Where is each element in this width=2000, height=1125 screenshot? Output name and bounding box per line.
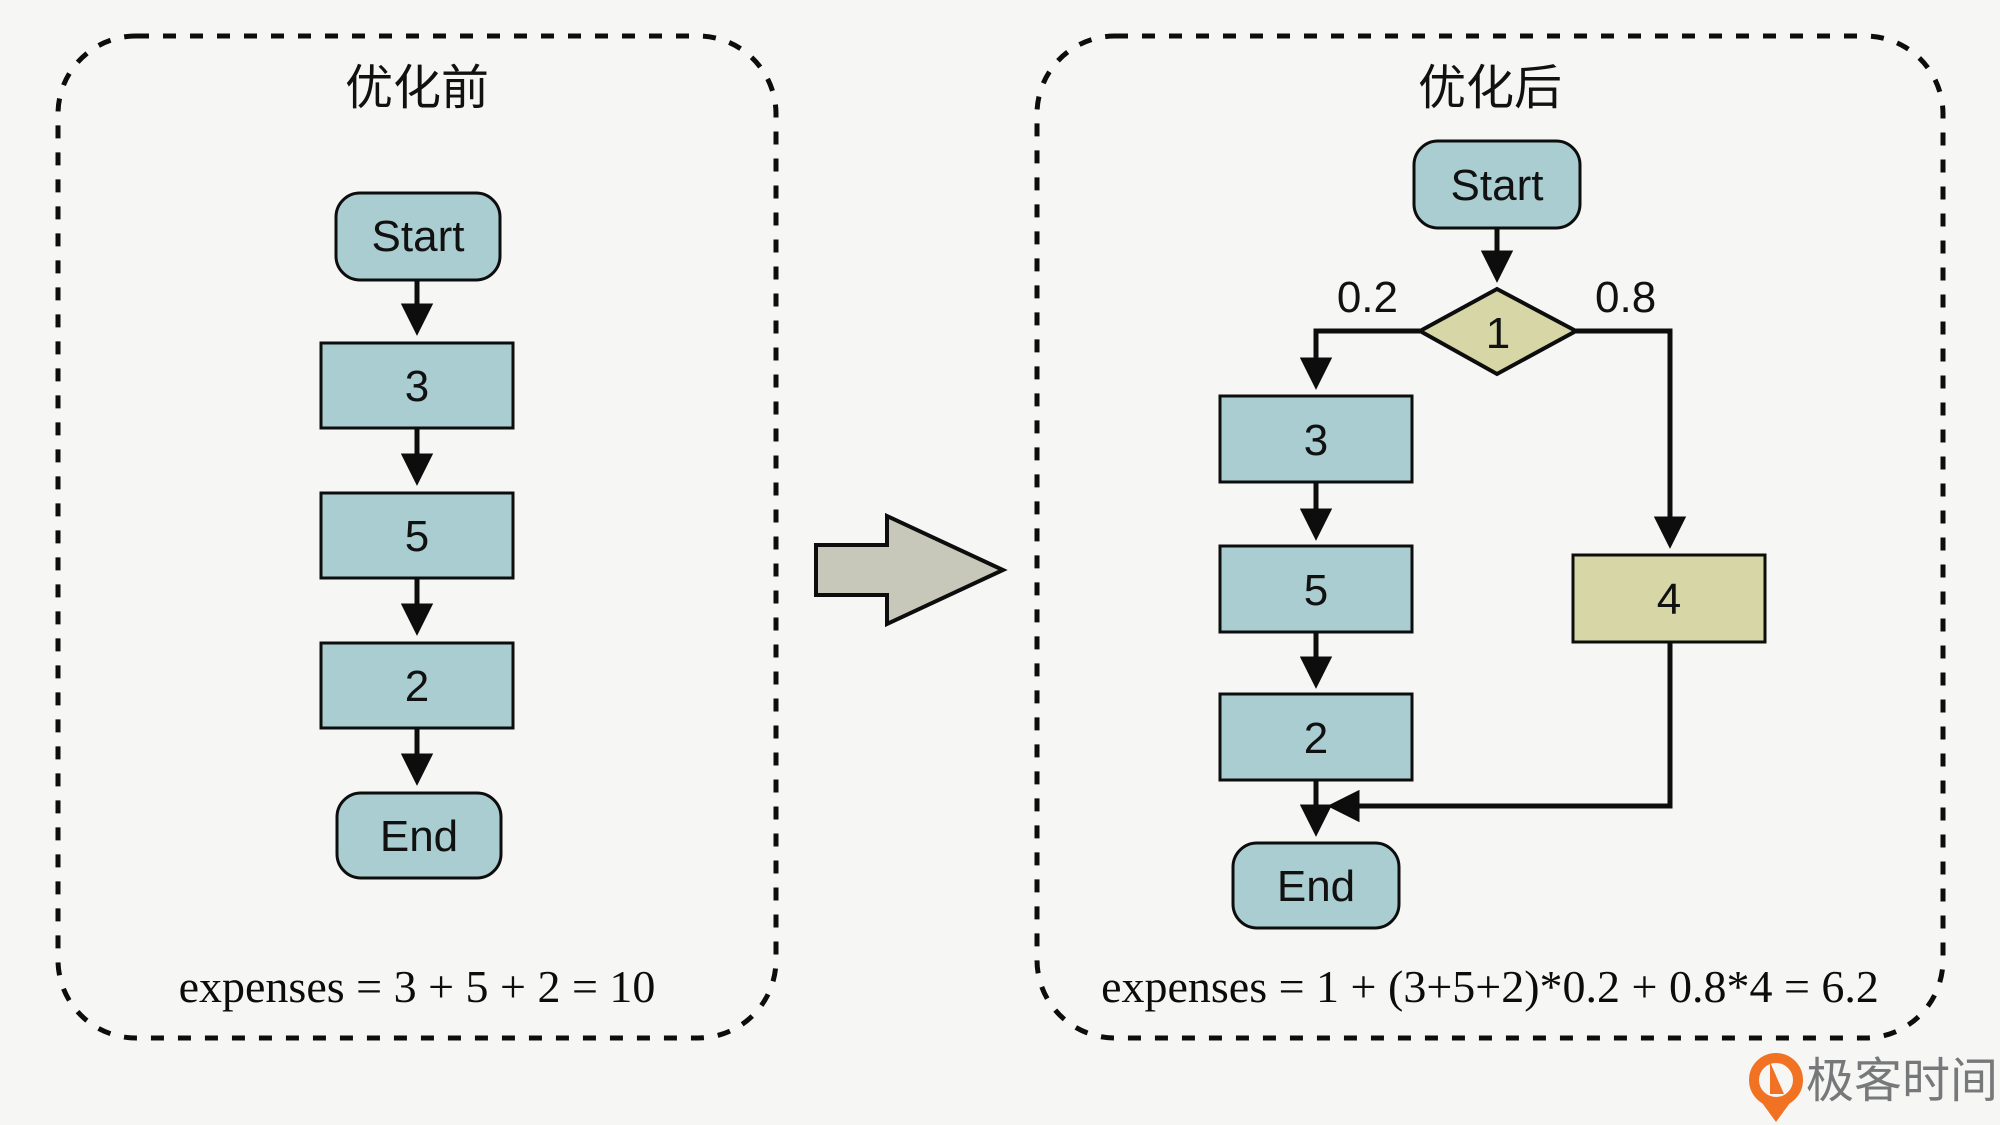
node-after-cost3	[1218, 394, 1414, 484]
panel-after-formula: expenses = 1 + (3+5+2)*0.2 + 0.8*4 = 6.2	[1101, 961, 1879, 1012]
node-after-decision-diamond	[1415, 286, 1581, 377]
node-before-cost5	[319, 491, 515, 580]
node-after-end-label: End	[1277, 862, 1355, 911]
node-before-start	[334, 191, 502, 282]
panel-after: 优化后 0.2 0.8 Start 1 3 5 2 4 End expenses…	[1034, 33, 1946, 1041]
node-after-cost4-label: 4	[1657, 575, 1681, 624]
panel-after-title: 优化后	[1418, 62, 1562, 115]
brand-watermark: 极客时间	[1749, 1053, 1998, 1122]
node-before-cost3-label: 3	[405, 362, 429, 411]
node-after-cost5-label: 5	[1304, 566, 1328, 615]
geektime-logo-needle	[1770, 1062, 1784, 1094]
edge-after-decision-to-3-branch-0.2	[1299, 328, 1420, 390]
transform-block-arrow-icon	[814, 512, 1008, 628]
edge-after-decision-to-4-branch-0.8	[1576, 328, 1687, 549]
node-after-cost5	[1218, 544, 1414, 634]
node-after-cost3-label: 3	[1304, 416, 1328, 465]
panel-before-formula: expenses = 3 + 5 + 2 = 10	[179, 961, 656, 1012]
geektime-logo-icon	[1749, 1053, 1803, 1122]
branch-probability-left: 0.2	[1337, 273, 1398, 322]
node-before-cost2	[319, 641, 515, 730]
brand-name-text: 极客时间	[1806, 1055, 1998, 1108]
panel-before-title: 优化前	[345, 62, 489, 115]
panel-before: 优化前 Start 3 5 2 End expenses = 3 + 5 + 2…	[55, 33, 779, 1041]
node-after-cost4	[1571, 553, 1767, 644]
branch-probability-right: 0.8	[1595, 273, 1656, 322]
edge-after-4-merge-to-end-line	[1327, 642, 1673, 823]
node-before-cost2-label: 2	[405, 662, 429, 711]
panel-after-dashed-border	[1034, 33, 1946, 1041]
node-before-end-label: End	[380, 812, 458, 861]
node-after-cost2-label: 2	[1304, 714, 1328, 763]
node-after-start-label: Start	[1451, 161, 1544, 210]
node-before-cost5-label: 5	[405, 512, 429, 561]
node-after-end	[1231, 841, 1401, 930]
panel-before-dashed-border	[55, 33, 779, 1041]
node-after-start	[1412, 139, 1582, 230]
node-after-cost2	[1218, 692, 1414, 782]
geektime-logo-pin-tail	[1760, 1100, 1792, 1122]
node-before-end	[335, 791, 503, 880]
node-after-decision-label: 1	[1486, 309, 1510, 358]
node-before-start-label: Start	[372, 212, 465, 261]
node-before-cost3	[319, 341, 515, 430]
